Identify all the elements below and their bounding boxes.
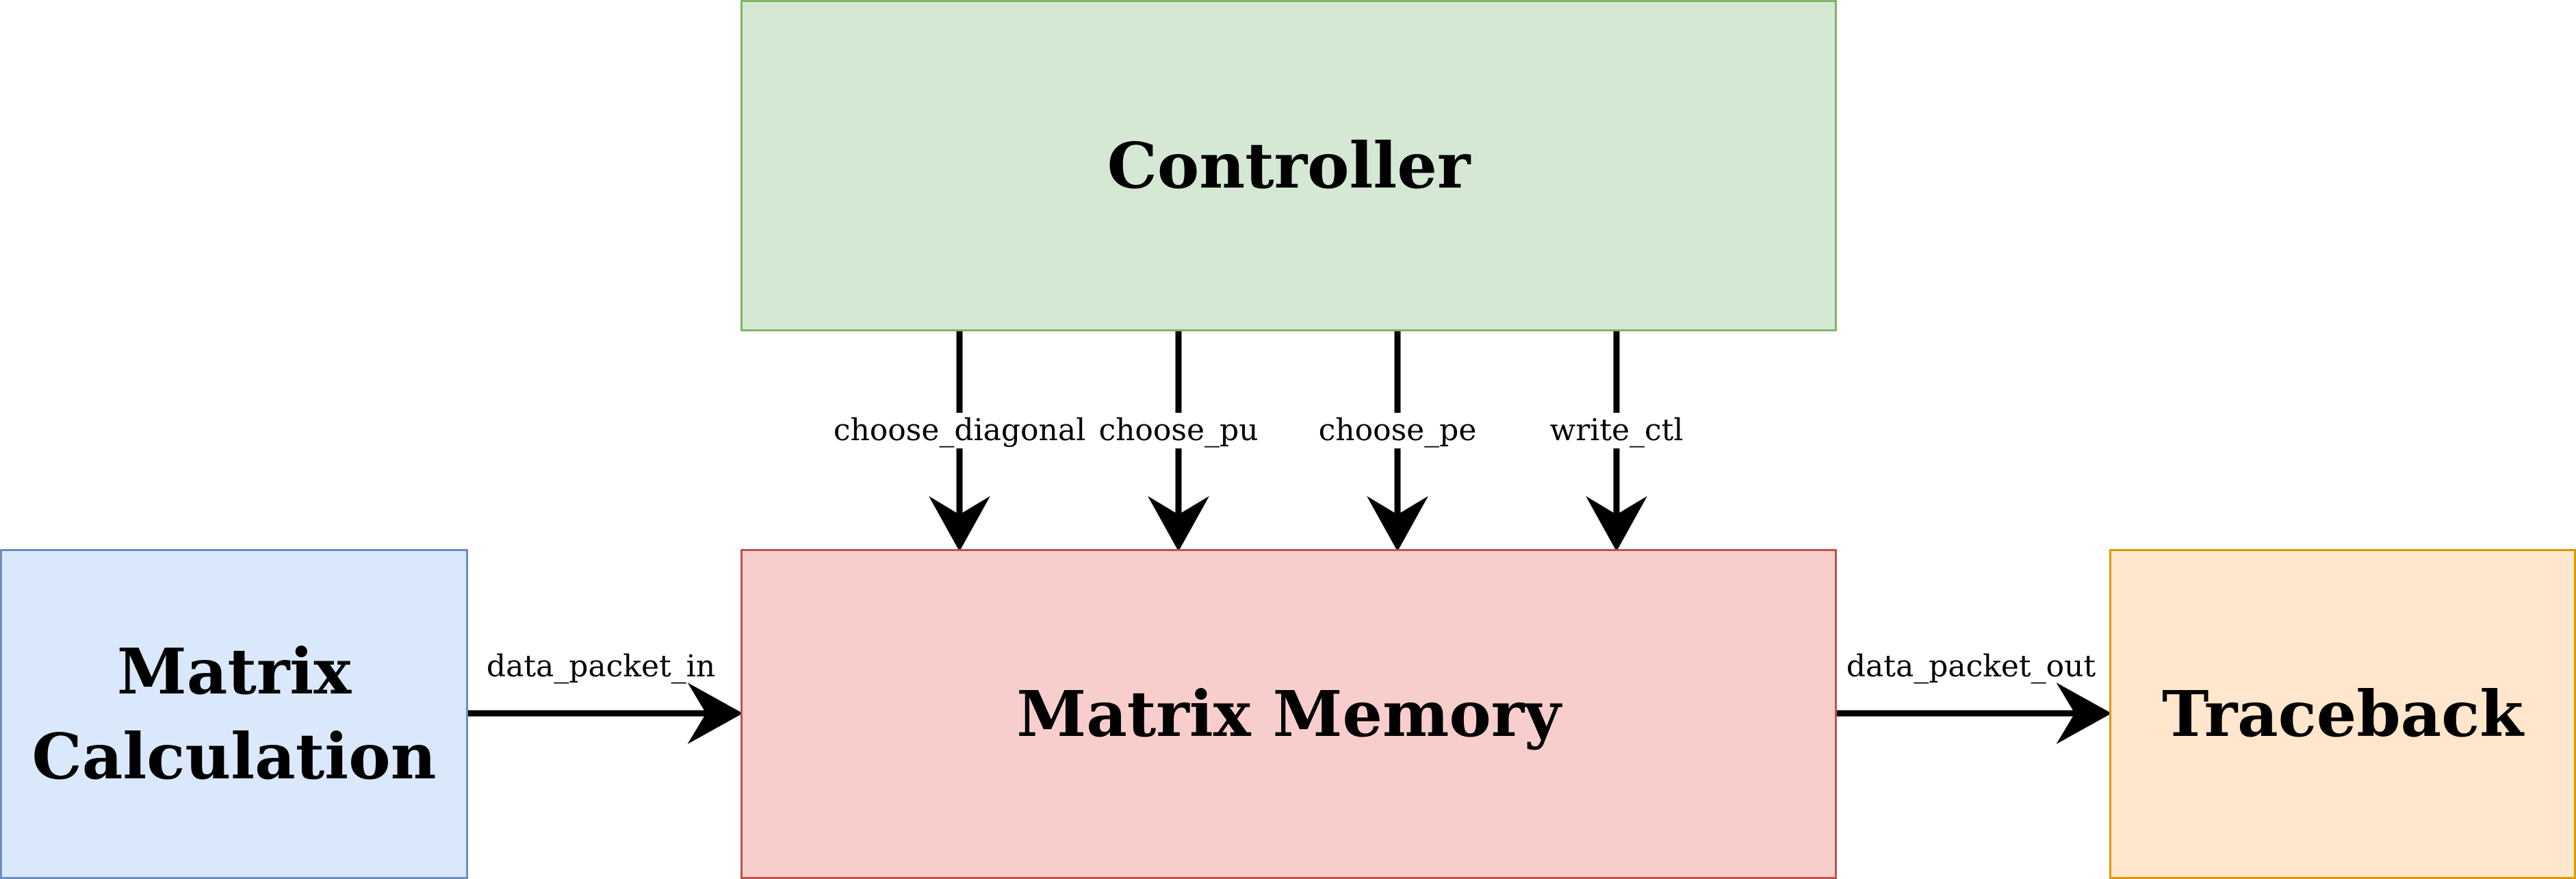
matrix-memory-title: Matrix Memory xyxy=(1016,676,1561,751)
matrix-calculation-block: Matrix Calculation xyxy=(0,549,468,879)
controller-block: Controller xyxy=(740,0,1837,331)
matrix-calculation-title: Matrix Calculation xyxy=(31,634,437,793)
traceback-title: Traceback xyxy=(2161,676,2524,751)
label-data-packet-in: data_packet_in xyxy=(486,649,716,684)
matrix-memory-block: Matrix Memory xyxy=(740,549,1837,879)
label-write-ctl: write_ctl xyxy=(1547,413,1686,448)
label-choose-pe: choose_pe xyxy=(1315,413,1480,448)
label-choose-pu: choose_pu xyxy=(1096,413,1261,448)
label-choose-diagonal: choose_diagonal xyxy=(830,413,1089,448)
controller-title: Controller xyxy=(1107,128,1471,203)
traceback-block: Traceback xyxy=(2109,549,2576,879)
label-data-packet-out: data_packet_out xyxy=(1846,649,2096,684)
